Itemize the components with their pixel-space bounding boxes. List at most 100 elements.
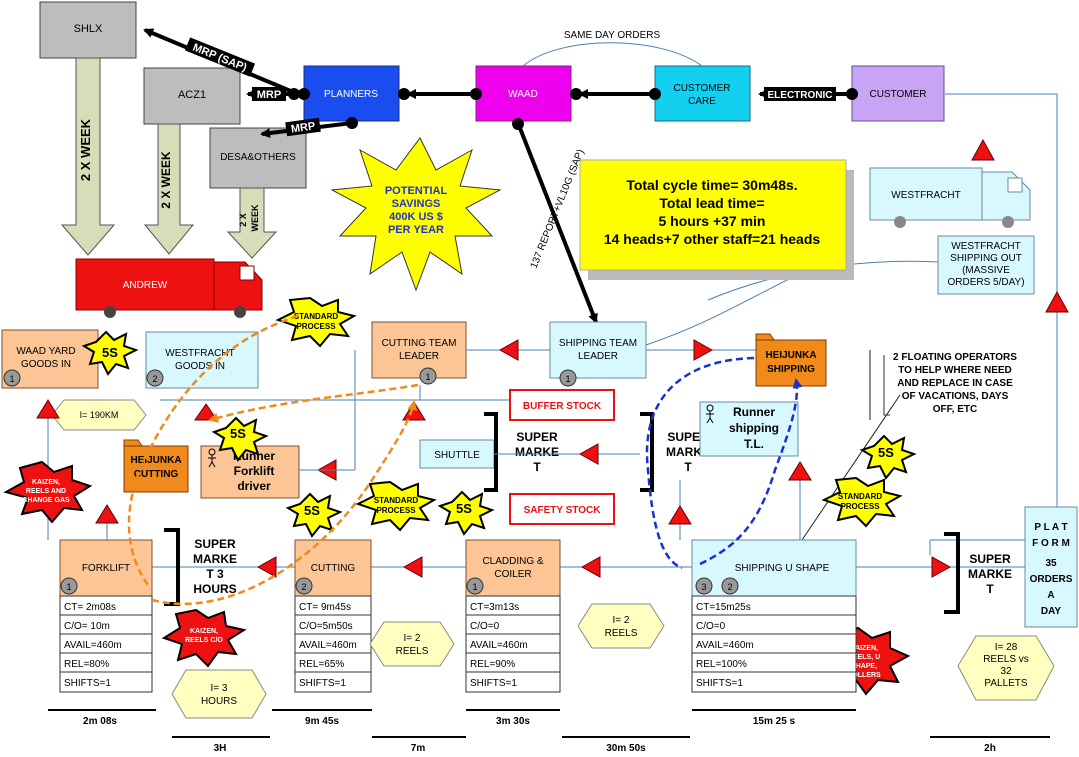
- flow-tri-a: [498, 339, 519, 361]
- inv-rp-4: PALLETS: [984, 678, 1027, 689]
- inv-two-reels-a: I= 2 REELS: [369, 621, 455, 667]
- shipping-co: C/O=0: [696, 621, 726, 632]
- five-s-burst-2: 5S: [211, 416, 269, 462]
- platform-box: P L A T F O R M 35 ORDERS A DAY: [1024, 506, 1078, 628]
- westfracht-out-4: ORDERS 5/DAY): [947, 277, 1024, 288]
- summary-line-4: 14 heads+7 other staff=21 heads: [604, 231, 821, 247]
- timeline: [48, 709, 1050, 738]
- savings-burst-shape: [330, 137, 502, 292]
- westfracht-in-2: GOODS IN: [175, 361, 225, 372]
- flow-tri-d: [95, 504, 119, 524]
- flow-tri-h: [578, 443, 599, 465]
- sm-hours-2: MARKE: [193, 552, 237, 566]
- customer-care-label-1: CUSTOMER: [673, 83, 730, 94]
- sm-hours-1: SUPER: [194, 537, 236, 551]
- cutting-shifts: SHIFTS=1: [299, 678, 346, 689]
- mrp-tag-2: MRP: [285, 117, 321, 137]
- timeline-lower-2: 7m: [411, 743, 426, 754]
- safety-stock-box: SAFETY STOCK: [509, 493, 615, 525]
- shipping-ct: CT=15m25s: [696, 602, 751, 613]
- summary-line-1: Total cycle time= 30m48s.: [626, 177, 797, 193]
- westfracht-in-1: WESTFRACHT: [165, 348, 234, 359]
- heijunka-shipping-box: HEIJUNKA SHIPPING: [755, 333, 827, 387]
- platform-1: P L A T: [1034, 522, 1067, 533]
- waad-label: WAAD: [508, 89, 538, 100]
- std-3b: PROCESS: [840, 502, 880, 511]
- westfracht-in-box: WESTFRACHT GOODS IN 2: [145, 331, 259, 389]
- andrew-label: ANDREW: [123, 280, 168, 291]
- databox-forklift: CT= 2m08s C/O= 10m AVAIL=460m REL=80% SH…: [59, 595, 153, 693]
- kaizen-gas-1: KAIZEN,: [32, 479, 60, 486]
- supermarket-right: SUPER MARKE T: [640, 412, 710, 492]
- sm-mid-1: SUPER: [516, 430, 558, 444]
- std-burst-1: STANDARD PROCESS: [275, 296, 357, 348]
- two-week-b: 2 X WEEK: [159, 151, 173, 209]
- shipping-leader-2: LEADER: [578, 351, 618, 362]
- buffer-stock-box: BUFFER STOCK: [509, 389, 615, 421]
- sm-ship-2: MARKE: [968, 567, 1012, 581]
- kaizen-gas-2: REELS AND: [26, 488, 66, 495]
- mrp-label-2: MRP: [290, 120, 316, 135]
- desa-box: DESA&OTHERS: [209, 127, 307, 189]
- customer-care-label-2: CARE: [688, 96, 716, 107]
- two-week-c2: WEEK: [250, 204, 260, 232]
- cutting-co: C/O=5m50s: [299, 621, 353, 632]
- std-2a: STANDARD: [374, 496, 419, 505]
- shipping-shifts: SHIFTS=1: [696, 678, 743, 689]
- supermarket-ship: SUPER MARKE T: [944, 532, 1012, 614]
- floating-note-3: AND REPLACE IN CASE: [897, 378, 1013, 389]
- flow-tri-l: [402, 556, 423, 578]
- databox-cutting: CT= 9m45s C/O=5m50s AVAIL=460m REL=65% S…: [294, 595, 372, 693]
- process-shipping: SHIPPING U SHAPE 3 2: [691, 539, 857, 597]
- inv-190-label: I= 190KM: [80, 410, 119, 420]
- westfracht-in-op: 2: [152, 374, 157, 384]
- process-cladding: CLADDING & COILER 1: [465, 539, 561, 597]
- std-burst-3: STANDARD PROCESS: [821, 476, 903, 528]
- shipping-leader-op: 1: [565, 374, 570, 384]
- inv-three-hours: I= 3 HOURS: [171, 669, 267, 719]
- acz1-label: ACZ1: [178, 89, 206, 101]
- customer-box: CUSTOMER: [851, 65, 945, 122]
- andrew-truck: ANDREW: [75, 258, 263, 318]
- inv-3h-1: I= 3: [211, 683, 228, 694]
- cladding-ct: CT=3m13s: [470, 602, 519, 613]
- summary-line-2: Total lead time=: [659, 195, 764, 211]
- report-label: 137 REPORT+VL10G (SAP): [529, 148, 587, 270]
- flow-tri-platform: [1045, 290, 1069, 313]
- buffer-stock-label: BUFFER STOCK: [523, 401, 602, 412]
- timeline-upper-4: 15m 25 s: [753, 716, 796, 727]
- platform-6: DAY: [1041, 606, 1062, 617]
- kaizen-shape-1: KAIZEN,: [850, 645, 878, 652]
- waad-yard-box: WAAD YARD GOODS IN 1: [1, 329, 99, 389]
- process-cladding-name-2: COILER: [494, 569, 531, 580]
- cladding-avail: AVAIL=460m: [470, 640, 528, 651]
- cutting-avail: AVAIL=460m: [299, 640, 357, 651]
- connector-lines: [47, 93, 1058, 555]
- platform-4: ORDERS: [1030, 574, 1073, 585]
- runner-forklift-3: driver: [237, 479, 271, 493]
- savings-line-1: POTENTIAL: [385, 185, 448, 197]
- process-shipping-op-2: 2: [727, 582, 732, 592]
- floating-note-4: OF VACATIONS, DAYS: [902, 391, 1009, 402]
- runner-shipping-2: shipping: [729, 421, 779, 435]
- forklift-ct: CT= 2m08s: [64, 602, 116, 613]
- forklift-shifts: SHIFTS=1: [64, 678, 111, 689]
- runner-shipping-3: T.L.: [744, 437, 764, 451]
- runner-shipping-1: Runner: [733, 405, 775, 419]
- cutting-rel: REL=65%: [299, 659, 344, 670]
- std-1b: PROCESS: [296, 322, 336, 331]
- electronic-label: ELECTRONIC: [768, 90, 833, 101]
- floating-note-1: 2 FLOATING OPERATORS: [893, 352, 1017, 363]
- supermarket-mid: SUPER MARKE T: [484, 412, 559, 492]
- process-shipping-name: SHIPPING U SHAPE: [735, 563, 830, 574]
- sm-ship-3: T: [986, 582, 994, 596]
- kaizen-co-1: KAIZEN,: [190, 628, 218, 635]
- cladding-co: C/O=0: [470, 621, 500, 632]
- heijunka-shipping-1: HEIJUNKA: [765, 350, 816, 361]
- savings-line-3: 400K US $: [389, 211, 443, 223]
- runner-shipping-box: Runner shipping T.L.: [699, 401, 799, 457]
- inv-190: I= 190KM: [51, 399, 147, 431]
- process-forklift-name: FORKLIFT: [82, 563, 130, 574]
- info-dots: [288, 88, 858, 130]
- sm-right-2: MARKE: [666, 445, 710, 459]
